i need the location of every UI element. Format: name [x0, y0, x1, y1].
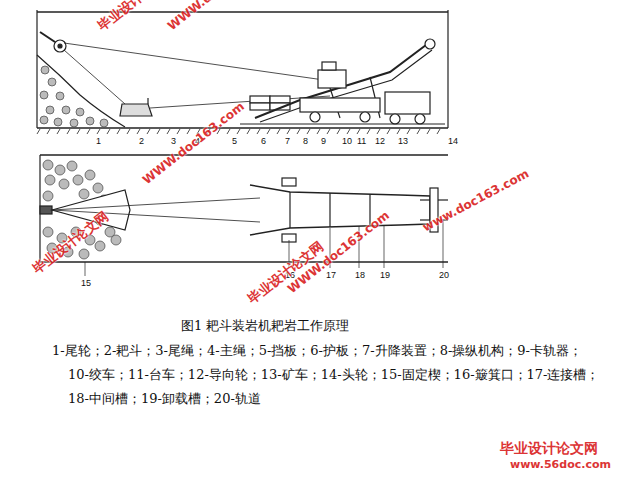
callout-number: 20: [439, 270, 449, 281]
watermark: 毕业设计论文网: [95, 0, 176, 34]
callout-number: 5: [232, 136, 237, 147]
watermark: WWW.doc163.com: [140, 99, 247, 187]
callout-number: 8: [303, 136, 308, 147]
parts-list-line: 1-尾轮；2-耙斗；3-尾绳；4-主绳；5-挡板；6-护板；7-升降装置；8-操…: [52, 343, 582, 359]
watermark: WWW.doc163.com: [165, 0, 272, 33]
callout-number: 14: [448, 136, 458, 147]
parts-list-line: 10-绞车；11-台车；12-导向轮；13-矿车；14-头轮；15-固定楔；16…: [68, 367, 599, 383]
callout-number: 15: [81, 278, 91, 289]
callout-number: 17: [326, 270, 336, 281]
callout-number: 6: [261, 136, 266, 147]
watermark: www.56doc.com: [510, 458, 611, 471]
callout-number: 3: [171, 136, 176, 147]
figure-caption: 图1 耙斗装岩机耙岩工作原理: [181, 318, 349, 334]
watermark: 毕业设计论文网: [500, 440, 598, 457]
callout-number: 13: [398, 136, 408, 147]
callout-number: 12: [375, 136, 385, 147]
callout-number: 9: [321, 136, 326, 147]
callout-number: 19: [380, 270, 390, 281]
callout-number: 7: [285, 136, 290, 147]
callout-number: 10: [342, 136, 352, 147]
callout-number: 2: [139, 136, 144, 147]
callout-number: 18: [355, 270, 365, 281]
callout-number: 11: [357, 136, 366, 147]
parts-list-line: 18-中间槽；19-卸载槽；20-轨道: [68, 391, 261, 407]
callout-number: 1: [96, 136, 101, 147]
